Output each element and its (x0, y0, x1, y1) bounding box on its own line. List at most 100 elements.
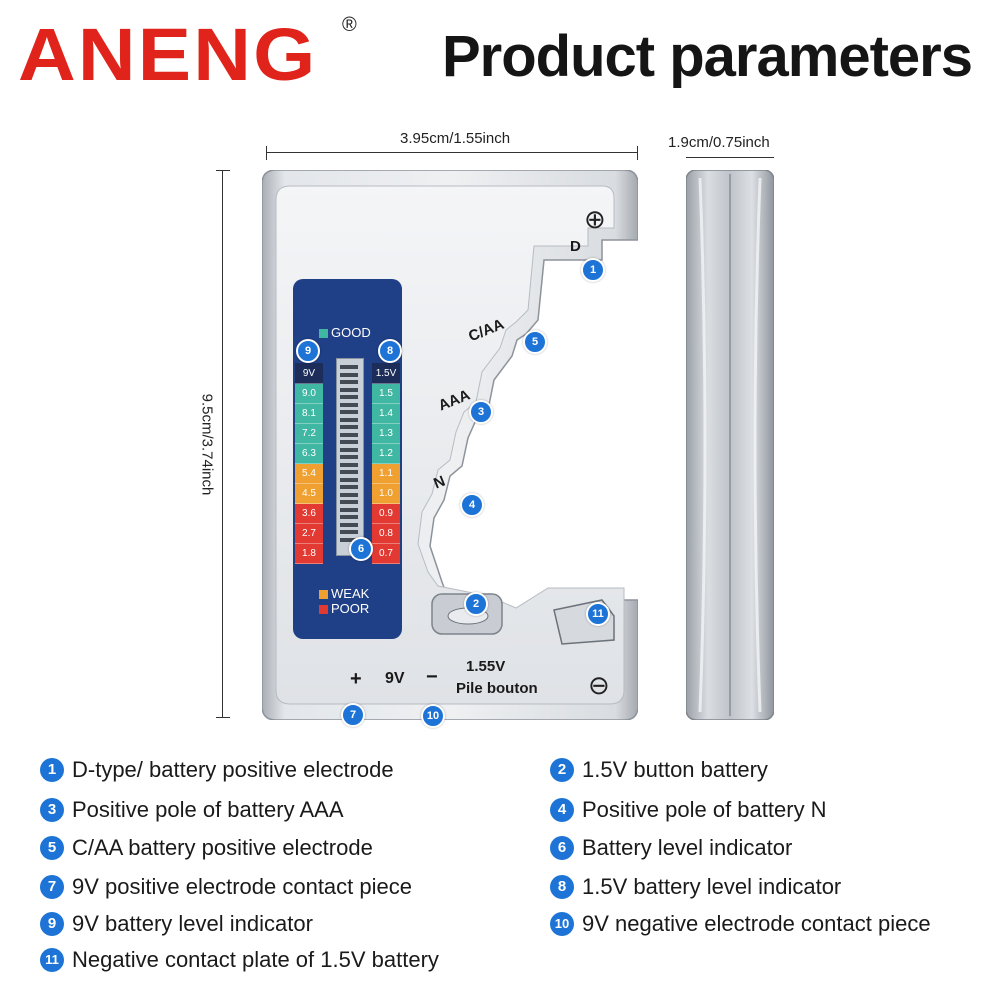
one-point-five-v-scale-value-7: 0.9 (372, 504, 400, 524)
nine-v-scale-value-2: 8.1 (295, 404, 323, 424)
level-bar-segment (340, 462, 358, 467)
nine-v-scale-value-1: 9.0 (295, 384, 323, 404)
legend-text: Positive pole of battery AAA (72, 797, 344, 823)
level-bar-segment (340, 440, 358, 444)
callout-4: 4 (460, 493, 484, 517)
legend-number-badge: 3 (40, 798, 64, 823)
legend-number-badge: 2 (550, 758, 574, 783)
level-bar-segment (340, 515, 358, 519)
legend-text: 1.5V button battery (582, 757, 768, 783)
level-bar-segment (340, 492, 358, 497)
nine-v-scale-value-7: 3.6 (295, 504, 323, 524)
callout-8: 8 (378, 339, 402, 363)
callout-3: 3 (469, 400, 493, 424)
one-point-five-v-scale-value-1: 1.5 (372, 384, 400, 404)
one-point-five-v-scale-value-9: 0.7 (372, 544, 400, 564)
width-dimension-line (266, 152, 638, 153)
width-dimension-label: 3.95cm/1.55inch (400, 130, 511, 147)
level-bar-segment (340, 485, 358, 489)
nine-v-scale-value-4: 6.3 (295, 444, 323, 464)
level-bar-segment (340, 402, 358, 407)
battery-level-bars (336, 358, 364, 556)
nine-v-scale-value-6: 4.5 (295, 484, 323, 504)
thickness-dimension-line (686, 157, 774, 158)
callout-6: 6 (349, 537, 373, 561)
level-bar-segment (340, 387, 358, 392)
legend-text: Battery level indicator (582, 835, 793, 861)
nine-v-label: 9V (385, 670, 405, 687)
battery-tester-side-view (686, 170, 774, 720)
level-bar-segment (340, 500, 358, 504)
poor-color-square (319, 605, 328, 615)
level-bar-segment (340, 470, 358, 474)
legend-number-badge: 4 (550, 798, 574, 823)
good-color-square (319, 329, 328, 339)
legend-item-6: 6 Battery level indicator (550, 833, 792, 861)
width-dimension-tick-right (637, 146, 638, 160)
poor-label: POOR (331, 601, 370, 616)
legend-number-badge: 9 (40, 912, 64, 937)
legend-text: C/AA battery positive electrode (72, 835, 373, 861)
legend-text: 9V negative electrode contact piece (582, 911, 931, 937)
negative-terminal-symbol: ⊖ (588, 670, 610, 700)
callout-11: 11 (586, 602, 610, 626)
legend-number-badge: 5 (40, 836, 64, 861)
button-battery-label: Pile bouton (456, 680, 538, 697)
level-bar-segment (340, 425, 358, 429)
callout-10: 10 (421, 704, 445, 728)
level-bar-segment (340, 522, 358, 527)
level-bar-segment (340, 455, 358, 459)
legend-number-badge: 8 (550, 875, 574, 900)
level-bar-segment (340, 417, 358, 422)
callout-7: 7 (341, 703, 365, 727)
level-bar-segment (340, 372, 358, 377)
legend-item-9: 9 9V battery level indicator (40, 909, 313, 937)
legend-text: D-type/ battery positive electrode (72, 757, 394, 783)
one-point-five-v-scale-value-8: 0.8 (372, 524, 400, 544)
nine-v-scale-value-3: 7.2 (295, 424, 323, 444)
level-bar-segment (340, 380, 358, 384)
nine-v-minus-label: − (426, 666, 438, 688)
legend-text: 9V battery level indicator (72, 911, 313, 937)
one-point-five-v-scale-value-4: 1.2 (372, 444, 400, 464)
nine-v-plus-label: + (350, 668, 362, 690)
registered-mark: ® (342, 14, 357, 36)
legend-item-2: 2 1.5V button battery (550, 755, 768, 783)
legend-number-badge: 6 (550, 836, 574, 861)
legend-number-badge: 10 (550, 912, 574, 937)
level-bar-segment (340, 410, 358, 414)
nine-v-scale-value-5: 5.4 (295, 464, 323, 484)
level-bar-segment (340, 395, 358, 399)
nine-v-scale-value-9: 1.8 (295, 544, 323, 564)
callout-1: 1 (581, 258, 605, 282)
one-point-five-v-scale-value-2: 1.4 (372, 404, 400, 424)
level-bar-segment (340, 432, 358, 437)
legend-item-3: 3 Positive pole of battery AAA (40, 795, 344, 823)
legend-text: 1.5V battery level indicator (582, 874, 842, 900)
slot-label-d: D (570, 238, 581, 255)
page-title: Product parameters (442, 24, 973, 89)
level-bar-segment (340, 447, 358, 452)
legend-item-4: 4 Positive pole of battery N (550, 795, 827, 823)
good-label: GOOD (331, 325, 371, 340)
legend-text: Negative contact plate of 1.5V battery (72, 947, 439, 973)
legend-number-badge: 1 (40, 758, 64, 783)
level-bar-segment (340, 530, 358, 534)
legend-item-5: 5 C/AA battery positive electrode (40, 833, 373, 861)
legend-text: Positive pole of battery N (582, 797, 827, 823)
one-point-five-v-scale-value-3: 1.3 (372, 424, 400, 444)
thickness-dimension-label: 1.9cm/0.75inch (668, 134, 770, 151)
level-bar-segment (340, 365, 358, 369)
brand-logo: ANENG (18, 13, 318, 96)
width-dimension-tick-left (266, 146, 267, 160)
callout-2: 2 (464, 592, 488, 616)
one-point-five-v-scale-value-5: 1.1 (372, 464, 400, 484)
button-battery-voltage-label: 1.55V (466, 658, 506, 675)
weak-label: WEAK (331, 586, 370, 601)
nine-v-scale-value-8: 2.7 (295, 524, 323, 544)
level-bar-segment (340, 477, 358, 482)
